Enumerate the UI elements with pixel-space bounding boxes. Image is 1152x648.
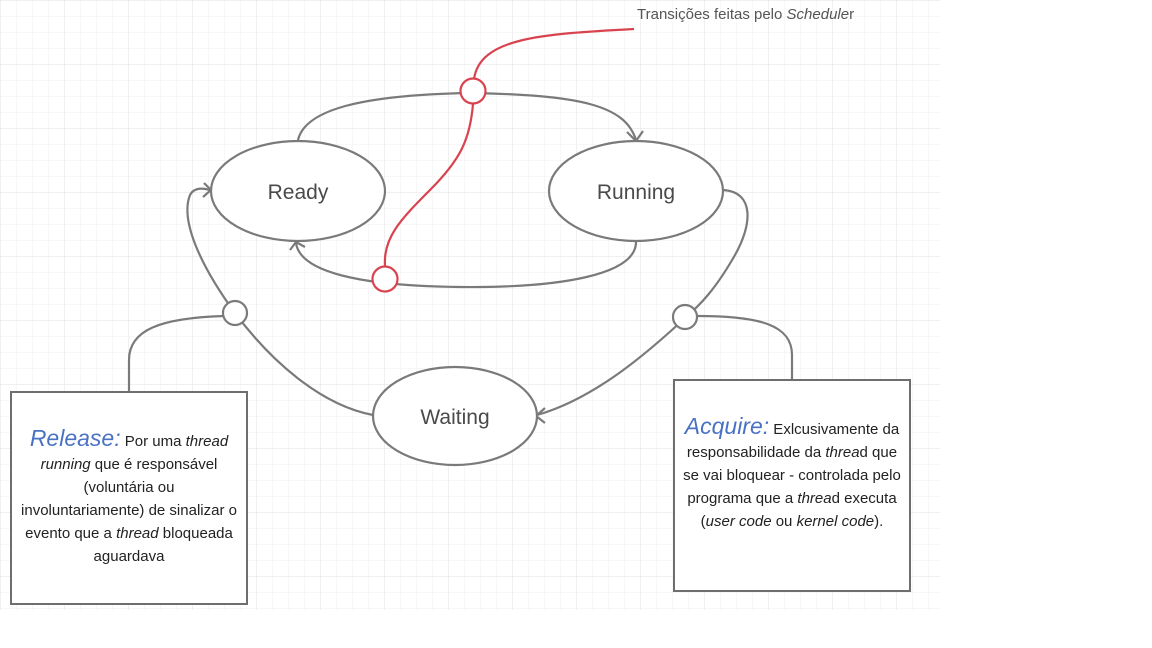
- acquire-title: Acquire:: [684, 413, 770, 439]
- scheduler-path: [383, 27, 635, 267]
- acquire-text-2: d que se vai bloquear - controlada pelo …: [683, 444, 901, 507]
- state-running: Running: [547, 139, 725, 243]
- acquire-text-1: Exlcusivamente da responsabilidade da: [686, 421, 900, 461]
- acquire-junction: [671, 303, 699, 331]
- scheduler-junction-bottom: [371, 265, 399, 293]
- release-text-3: bloqueada aguardava: [93, 525, 233, 565]
- scheduler-link-top: [472, 27, 635, 80]
- release-italic-2: running: [40, 456, 91, 473]
- edge-waiting-to-ready: [186, 187, 374, 417]
- release-text-2: que é responsável (voluntária ou involun…: [21, 456, 237, 542]
- edge-running-to-ready: [294, 241, 638, 289]
- acquire-italic-1: threa: [825, 444, 860, 461]
- release-italic-1: thread: [185, 433, 229, 450]
- state-waiting-label: Waiting: [420, 406, 489, 429]
- acquire-text-3: d executa (: [700, 490, 897, 530]
- acquire-italic-3: user code: [705, 513, 772, 530]
- scheduler-label-text: Transições feitas pelo: [637, 6, 787, 23]
- connector-release: [127, 314, 225, 391]
- scheduler-link-bottom: [383, 103, 475, 267]
- scheduler-label: Transições feitas pelo Scheduler: [637, 6, 854, 23]
- acquire-italic-4: kernel code: [796, 513, 875, 530]
- state-ready-label: Ready: [268, 181, 329, 204]
- transitions: [127, 91, 794, 424]
- release-italic-3: thread: [116, 525, 159, 542]
- release-title: Release:: [29, 425, 121, 451]
- scheduler-label-suffix: r: [849, 6, 855, 23]
- release-junction: [221, 299, 249, 327]
- release-text-1: Por uma: [120, 433, 186, 450]
- edge-running-to-waiting: [536, 188, 749, 417]
- acquire-text-5: ).: [874, 513, 884, 530]
- acquire-text-4: ou: [771, 513, 797, 530]
- state-ready: Ready: [209, 139, 387, 243]
- acquire-note: Acquire: Exlcusivamente da responsabilid…: [673, 379, 911, 592]
- state-waiting: Waiting: [371, 365, 539, 467]
- scheduler-junction-top: [459, 77, 487, 105]
- scheduler-label-italic: Schedule: [786, 6, 850, 23]
- connector-acquire: [696, 314, 794, 379]
- state-running-label: Running: [597, 181, 675, 204]
- release-note: Release: Por uma thread running que é re…: [10, 391, 248, 605]
- acquire-italic-2: threa: [797, 490, 832, 507]
